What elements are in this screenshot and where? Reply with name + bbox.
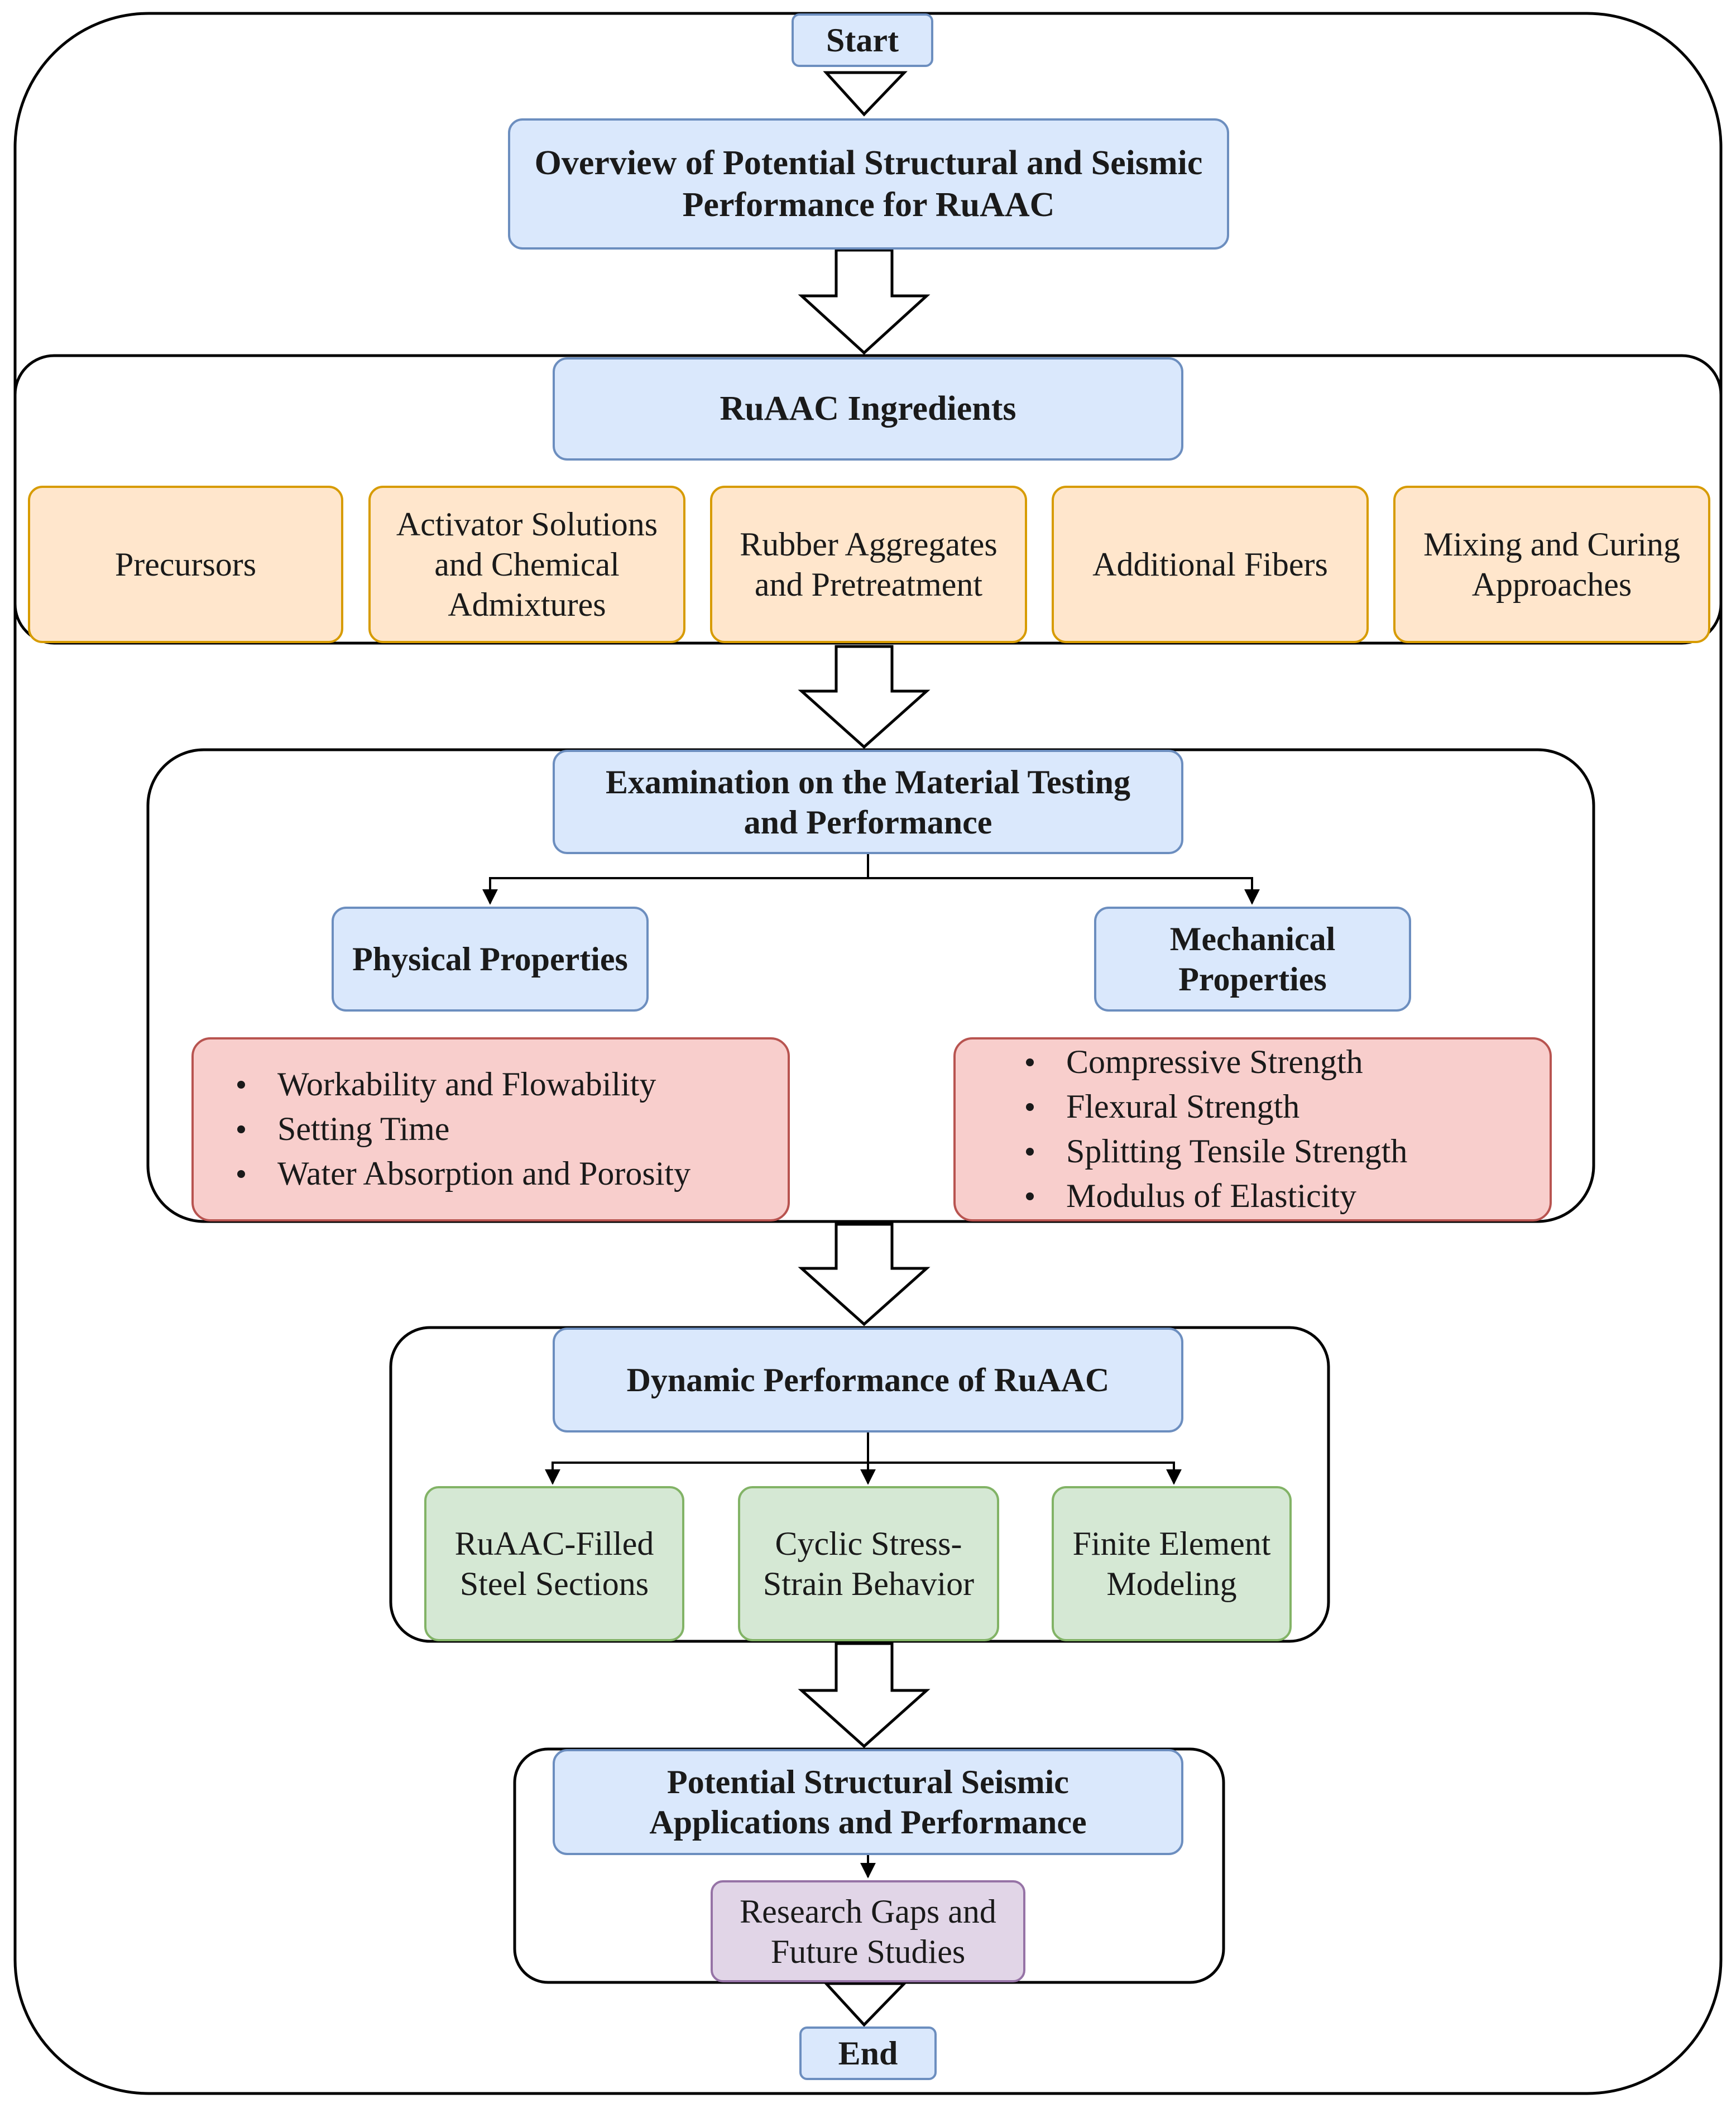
ingredient-rubber-line-2: and Pretreatment bbox=[754, 566, 983, 603]
ingredients-group bbox=[13, 354, 1723, 645]
ingredient-rubber-aggregates: Rubber Aggregates and Pretreatment bbox=[710, 486, 1027, 643]
dynamic-connector-right bbox=[868, 1462, 1182, 1485]
ingredient-activator-line-1: Activator Solutions bbox=[396, 506, 658, 543]
research-gaps-line-1: Research Gaps and bbox=[740, 1893, 996, 1930]
exam-connector-left bbox=[482, 877, 868, 905]
ingredients-title: RuAAC Ingredients bbox=[720, 390, 1016, 428]
ingredient-fibers-line-1: Additional Fibers bbox=[1092, 546, 1328, 583]
dynamic-steel-sections: RuAAC-Filled Steel Sections bbox=[424, 1486, 684, 1641]
ingredient-mixing-curing: Mixing and Curing Approaches bbox=[1393, 486, 1710, 643]
ingredient-activator-line-2: and Chemical bbox=[434, 546, 620, 583]
mechanical-item: Modulus of Elasticity bbox=[1026, 1174, 1550, 1219]
ingredient-mixing-line-2: Approaches bbox=[1471, 566, 1632, 603]
dynamic-steel-line-1: RuAAC-Filled bbox=[454, 1525, 654, 1562]
ingredient-precursors: Precursors bbox=[28, 486, 343, 643]
dynamic-fem-line-1: Finite Element bbox=[1072, 1525, 1271, 1562]
end-label: End bbox=[838, 2035, 898, 2072]
physical-properties-list: Workability and Flowability Setting Time… bbox=[191, 1037, 790, 1221]
dynamic-steel-line-2: Steel Sections bbox=[459, 1565, 649, 1602]
ingredient-rubber-line-1: Rubber Aggregates bbox=[740, 526, 998, 563]
mechanical-properties-node: Mechanical Properties bbox=[1094, 907, 1411, 1012]
mechanical-item: Compressive Strength bbox=[1026, 1040, 1550, 1085]
ingredients-title-node: RuAAC Ingredients bbox=[553, 357, 1183, 461]
stage-arrow-2 bbox=[798, 645, 931, 749]
dynamic-connector-left bbox=[545, 1462, 868, 1485]
examination-title-line-1: Examination on the Material Testing bbox=[605, 763, 1131, 801]
stage-arrow-1 bbox=[798, 248, 931, 355]
applications-title-node: Potential Structural Seismic Application… bbox=[553, 1749, 1183, 1855]
end-arrow bbox=[823, 1982, 908, 2027]
research-gaps-line-2: Future Studies bbox=[770, 1933, 966, 1970]
dynamic-fem-line-2: Modeling bbox=[1106, 1565, 1237, 1602]
overview-line-1: Overview of Potential Structural and Sei… bbox=[534, 144, 1203, 183]
applications-title-line-1: Potential Structural Seismic bbox=[667, 1764, 1069, 1800]
mechanical-title-line-1: Mechanical bbox=[1169, 921, 1336, 957]
mechanical-item: Flexural Strength bbox=[1026, 1085, 1550, 1129]
mechanical-title-line-2: Properties bbox=[1178, 961, 1327, 998]
mechanical-properties-list: Compressive Strength Flexural Strength S… bbox=[953, 1037, 1552, 1221]
examination-title-node: Examination on the Material Testing and … bbox=[553, 750, 1183, 854]
dynamic-finite-element: Finite Element Modeling bbox=[1052, 1486, 1292, 1641]
dynamic-title-node: Dynamic Performance of RuAAC bbox=[553, 1328, 1183, 1433]
dynamic-cyclic-line-1: Cyclic Stress- bbox=[775, 1525, 962, 1562]
applications-title-line-2: Applications and Performance bbox=[649, 1804, 1087, 1841]
dynamic-cyclic-line-2: Strain Behavior bbox=[763, 1565, 975, 1602]
overview-node: Overview of Potential Structural and Sei… bbox=[508, 118, 1229, 250]
stage-arrow-4 bbox=[798, 1642, 931, 1748]
research-gaps-node: Research Gaps and Future Studies bbox=[711, 1880, 1025, 1982]
start-arrow bbox=[823, 71, 908, 117]
end-node: End bbox=[799, 2026, 937, 2080]
ingredient-additional-fibers: Additional Fibers bbox=[1052, 486, 1369, 643]
start-label: Start bbox=[826, 22, 899, 59]
stage-arrow-3 bbox=[798, 1223, 931, 1326]
ingredient-precursors-line-1: Precursors bbox=[114, 546, 257, 583]
ingredient-activator-line-3: Admixtures bbox=[448, 586, 606, 623]
start-node: Start bbox=[792, 13, 933, 67]
exam-connector-right bbox=[868, 877, 1260, 905]
mechanical-item: Splitting Tensile Strength bbox=[1026, 1129, 1550, 1174]
ingredient-activator-solutions: Activator Solutions and Chemical Admixtu… bbox=[368, 486, 685, 643]
overview-line-2: Performance for RuAAC bbox=[682, 185, 1055, 224]
physical-item: Workability and Flowability bbox=[237, 1062, 788, 1107]
physical-item: Water Absorption and Porosity bbox=[237, 1152, 788, 1196]
physical-properties-node: Physical Properties bbox=[332, 907, 649, 1012]
physical-item: Setting Time bbox=[237, 1107, 788, 1152]
examination-title-line-2: and Performance bbox=[744, 803, 992, 841]
dynamic-cyclic-behavior: Cyclic Stress- Strain Behavior bbox=[738, 1486, 999, 1641]
ingredient-mixing-line-1: Mixing and Curing bbox=[1423, 526, 1680, 563]
physical-properties-title: Physical Properties bbox=[352, 941, 628, 978]
dynamic-title: Dynamic Performance of RuAAC bbox=[626, 1362, 1110, 1398]
